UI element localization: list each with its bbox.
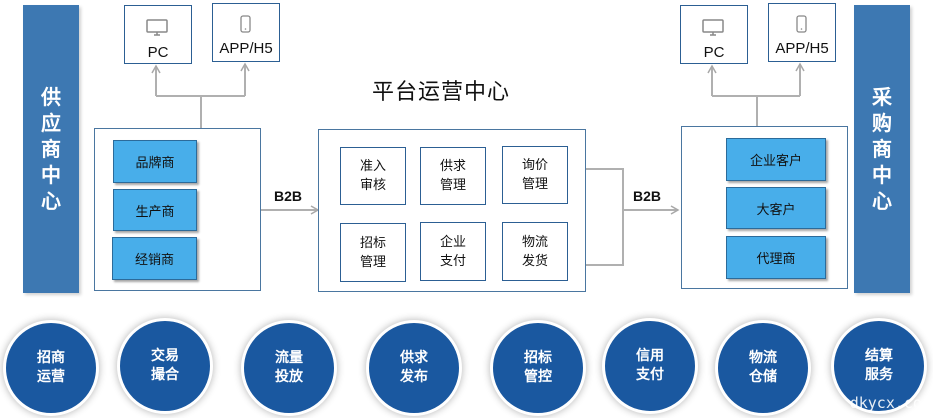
module-supply-demand: 供求管理 [420, 147, 486, 205]
left-b2b-label: B2B [274, 188, 303, 204]
platform-title: 平台运营中心 [372, 80, 511, 105]
supplier-device-pc-label: PC [147, 44, 169, 61]
service-settlement: 结算服务 [831, 318, 927, 414]
supplier-member-brand: 品牌商 [113, 140, 197, 183]
service-supply-publish: 供求发布 [366, 320, 462, 416]
service-trade-matching: 交易撮合 [117, 318, 213, 414]
module-enterprise-payment: 企业支付 [420, 222, 486, 281]
service-traffic: 流量投放 [241, 320, 337, 416]
right-platform-connector [568, 168, 624, 266]
right-device-connector [712, 95, 800, 126]
buyer-device-app: APP/H5 [768, 3, 836, 62]
supplier-member-distributor: 经销商 [112, 237, 197, 280]
monitor-icon [146, 19, 168, 36]
buyer-member-agent: 代理商 [726, 236, 826, 279]
module-inquiry: 询价管理 [502, 146, 568, 204]
supplier-center-bar: 供应商中心 [23, 5, 79, 293]
supplier-member-manufacturer: 生产商 [113, 189, 197, 231]
right-b2b-label: B2B [633, 188, 662, 204]
mobile-phone-icon [240, 15, 251, 33]
buyer-center-bar: 采购商中心 [854, 5, 910, 293]
supplier-device-app: APP/H5 [212, 3, 280, 62]
buyer-device-app-label: APP/H5 [775, 40, 829, 57]
watermark: dkycx.com [849, 394, 931, 412]
service-logistics-warehouse: 物流仓储 [715, 320, 811, 416]
service-investment-ops: 招商运营 [3, 320, 99, 416]
supplier-device-app-label: APP/H5 [219, 40, 273, 57]
module-bidding: 招标管理 [340, 223, 406, 282]
supplier-center-label: 供应商中心 [41, 85, 61, 213]
buyer-member-key-account: 大客户 [726, 187, 826, 229]
left-device-connector [155, 64, 246, 128]
mobile-phone-icon [796, 15, 807, 33]
module-access-review: 准入审核 [340, 147, 406, 205]
buyer-center-label: 采购商中心 [872, 85, 892, 213]
buyer-device-pc: PC [680, 5, 748, 64]
service-credit-payment: 信用支付 [602, 318, 698, 414]
buyer-device-pc-label: PC [703, 44, 725, 61]
monitor-icon [702, 19, 724, 36]
supplier-device-pc: PC [124, 5, 192, 64]
buyer-member-enterprise: 企业客户 [726, 138, 826, 181]
module-logistics: 物流发货 [502, 222, 568, 281]
service-bid-control: 招标管控 [490, 320, 586, 416]
